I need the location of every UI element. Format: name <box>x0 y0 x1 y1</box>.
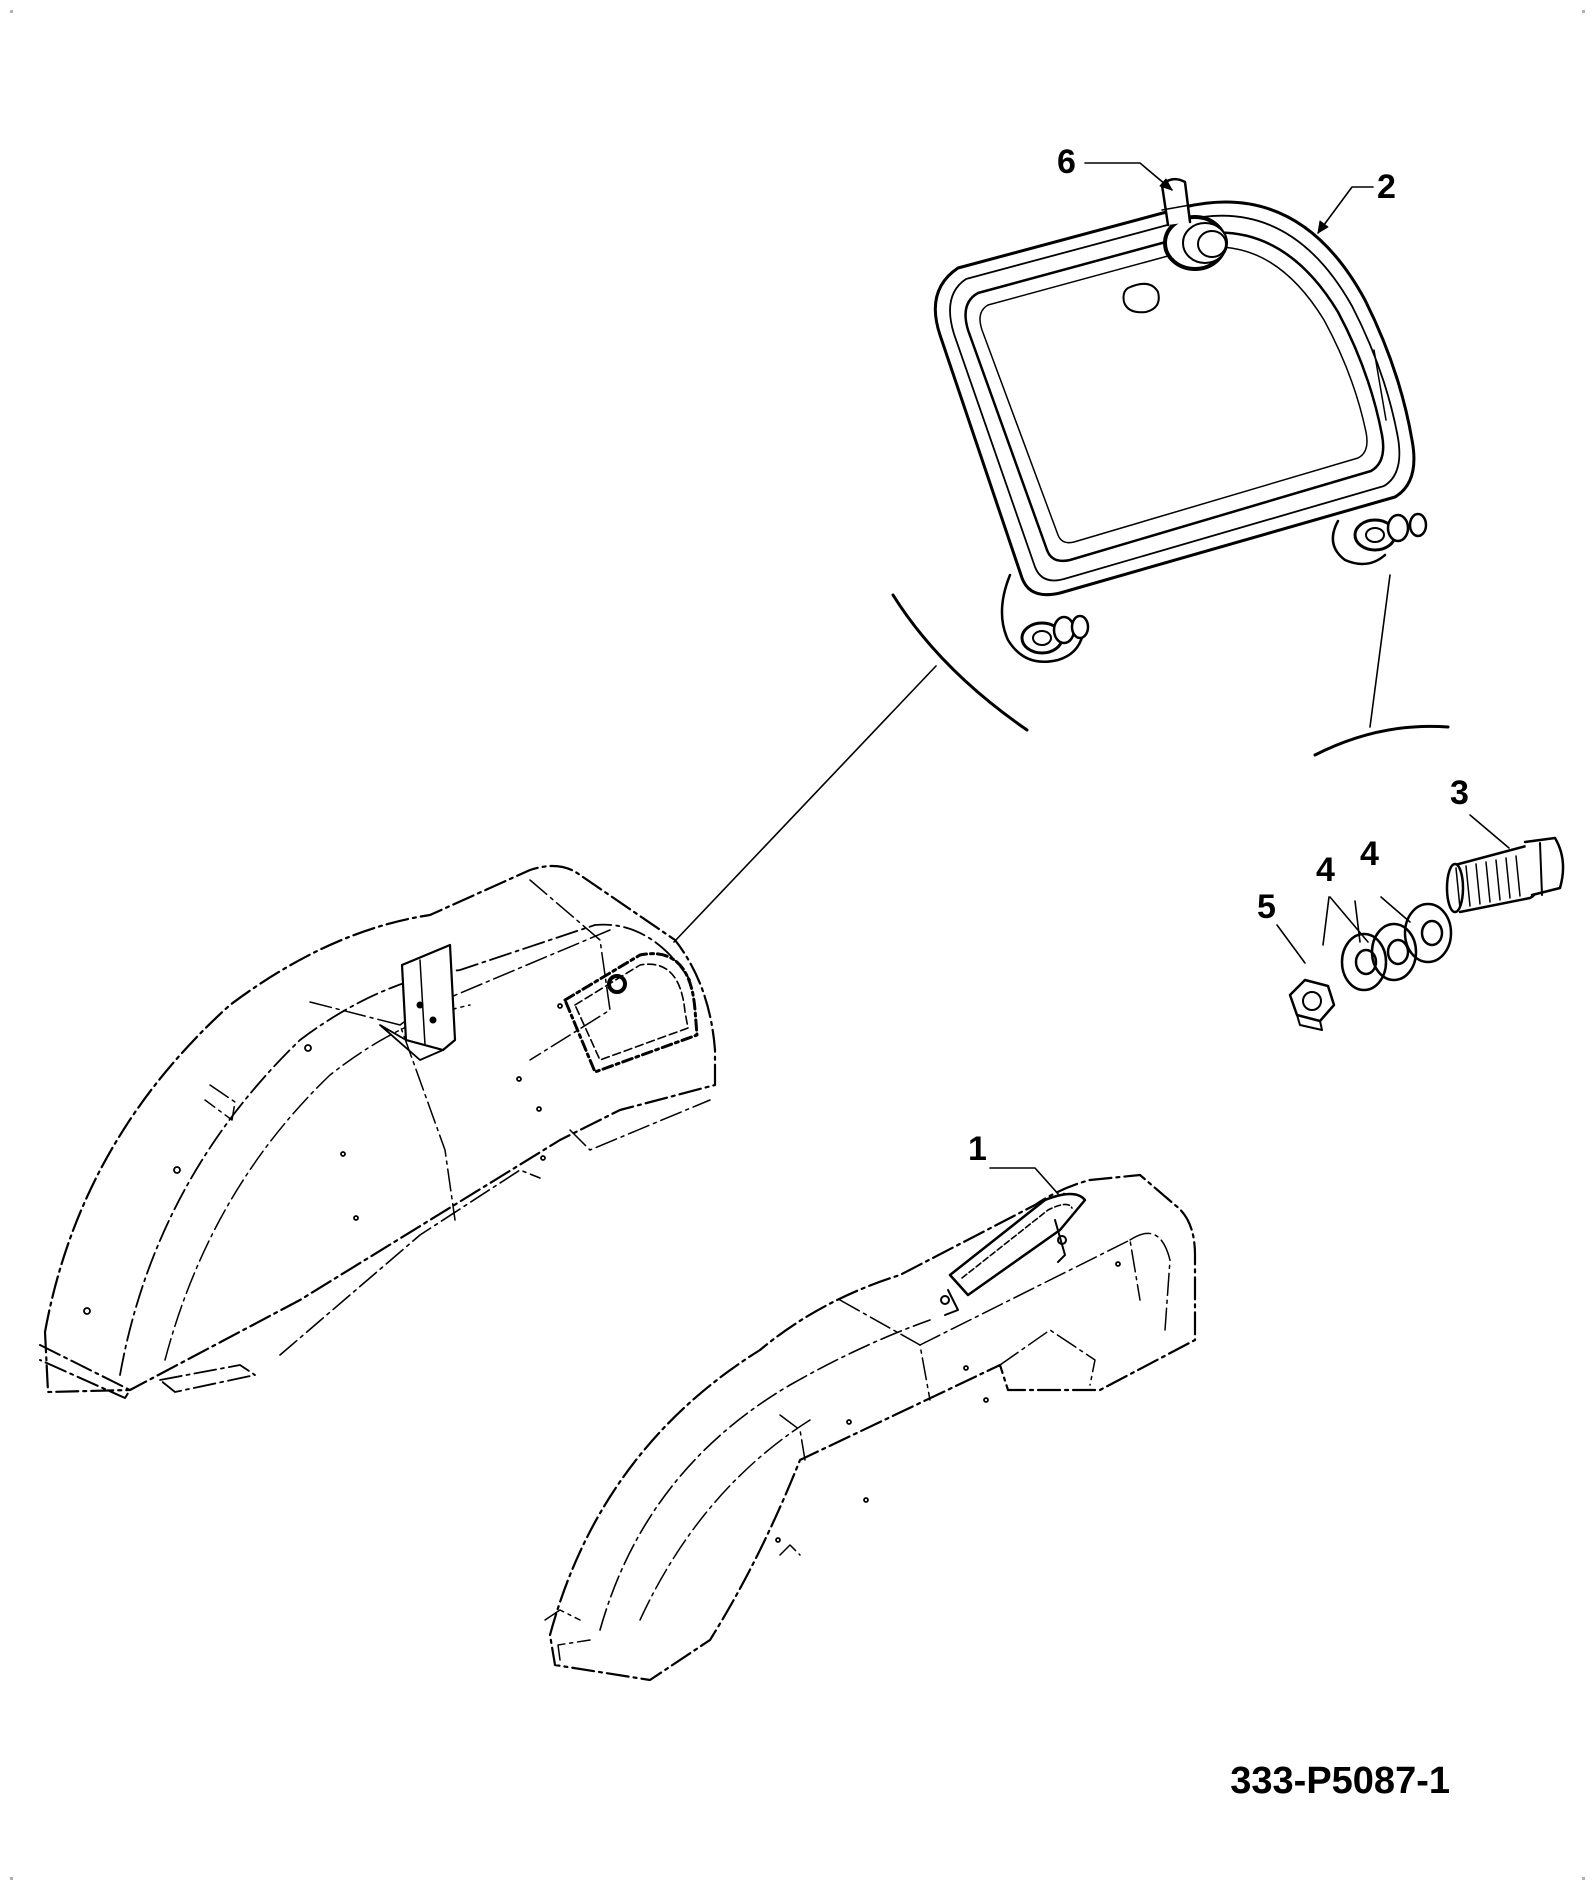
callout-4b: 4 <box>1360 835 1379 873</box>
callout-1: 1 <box>968 1130 987 1168</box>
washer-part-inner <box>1340 932 1388 992</box>
right-hinge-lug <box>1331 512 1428 566</box>
drawing-number: 333-P5087-1 <box>1230 1760 1450 1802</box>
leader-4a-3 <box>1322 896 1330 946</box>
corner-mark-bottom-right <box>1582 1877 1585 1880</box>
detail-leader-right <box>1369 574 1391 728</box>
inspection-cover-part <box>933 177 1428 663</box>
corner-mark-top-left <box>10 10 13 13</box>
cover-highlight <box>1373 349 1387 421</box>
left-fender-bracket <box>379 943 457 1061</box>
right-fender-part <box>544 1173 1197 1682</box>
detail-leader-left <box>673 665 937 943</box>
cover-recess-outer <box>964 231 1385 563</box>
bolt-part <box>1445 836 1565 914</box>
leader-5 <box>1276 924 1306 964</box>
cover-hole <box>1122 282 1160 314</box>
cover-recess-inner <box>979 246 1368 544</box>
detail-arc-left <box>891 593 1029 732</box>
right-fender-handle <box>940 1192 1087 1316</box>
left-fender-part <box>39 864 717 1399</box>
cover-latch-part <box>1160 177 1228 271</box>
callout-2: 2 <box>1377 168 1396 206</box>
callout-5: 5 <box>1257 888 1276 926</box>
arrow-6 <box>1159 178 1173 191</box>
left-fender-window <box>563 952 699 1074</box>
callout-6: 6 <box>1057 143 1076 181</box>
leader-2 <box>1317 186 1374 234</box>
left-fender-holes <box>83 1003 563 1315</box>
corner-mark-top-right <box>1582 10 1585 13</box>
callout-3: 3 <box>1450 774 1469 812</box>
nut-part <box>1288 978 1336 1031</box>
washer-part-outer <box>1403 902 1453 964</box>
left-hinge-lug <box>1000 573 1090 663</box>
right-fender-holes <box>775 1261 1121 1543</box>
cover-outer-edge <box>933 200 1416 597</box>
callout-4a: 4 <box>1316 851 1335 889</box>
cover-outer-edge-inner <box>949 214 1401 582</box>
leader-6 <box>1084 162 1173 191</box>
detail-arc-right <box>1313 724 1450 757</box>
corner-mark-bottom-left <box>10 1877 13 1880</box>
arrow-2 <box>1317 220 1329 234</box>
leader-3 <box>1469 814 1510 849</box>
leader-4b <box>1380 896 1411 923</box>
